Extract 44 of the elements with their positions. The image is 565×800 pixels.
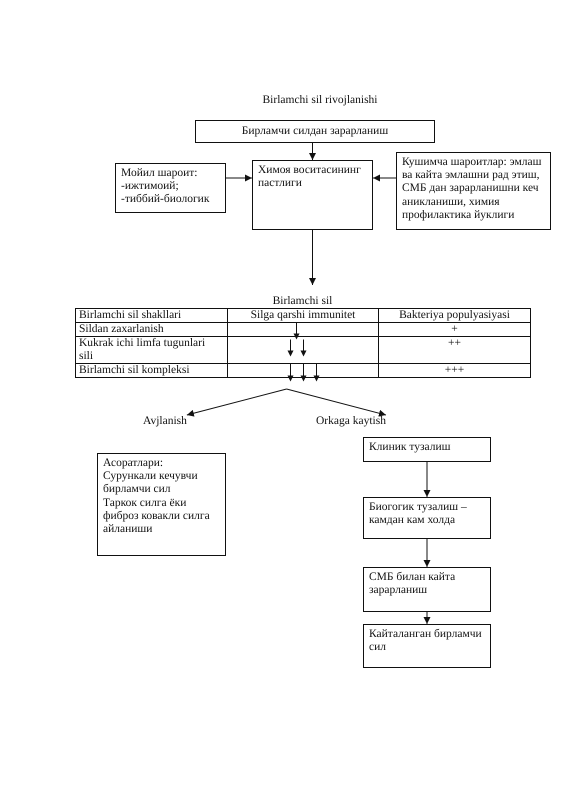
arrow <box>186 388 288 417</box>
arrow <box>424 538 430 568</box>
table-cell: +++ <box>378 364 530 378</box>
factor-box <box>396 152 551 230</box>
arrow <box>424 612 430 624</box>
table-title: Birlamchi sil <box>272 294 334 308</box>
process-box <box>363 624 491 668</box>
factor-box <box>115 163 226 213</box>
box-text: СМБ билан кайта зарарланиш <box>369 571 456 598</box>
arrow <box>226 174 252 182</box>
list-item: -тиббий-биологик <box>121 193 210 207</box>
process-box <box>363 567 491 612</box>
header-cell: Bakteriya populyasiyasi <box>378 308 530 322</box>
box-heading: Асоратлари: <box>103 457 164 470</box>
header-cell: Silga qarshi immunitet <box>228 308 378 322</box>
table-cell: Sildan zaxarlanish <box>76 322 228 336</box>
branch-label: Orkaga kaytish <box>316 415 386 428</box>
table-cell: Birlamchi sil kompleksi <box>76 364 228 378</box>
arrow <box>372 174 396 182</box>
box-text: Таркок силга ёки фиброз ковакли силга айланиши <box>103 496 211 536</box>
arrow <box>424 462 430 498</box>
header-cell: Birlamchi sil shakllari <box>76 308 228 322</box>
arrow <box>309 142 316 160</box>
process-box <box>363 497 491 539</box>
arrow <box>286 388 386 417</box>
box-text: Химоя воситасининг пастлиги <box>258 164 362 190</box>
box-text: Сурункали кечувчи бирламчи сил <box>103 470 199 497</box>
branch-label: Avjlanish <box>143 415 187 428</box>
box-text: Кайталанган бирламчи сил <box>369 628 483 654</box>
box-heading: Мойил шароит: <box>121 167 198 180</box>
diagram-title: Birlamchi sil rivojlanishi <box>262 94 378 108</box>
table-cell: ++ <box>378 336 530 364</box>
process-box <box>252 160 373 230</box>
box-text: Кушимча шароитлар: эмлаш ва кайта эмлашни рад этиш, СМБ дан зарарланишни кеч аникланиши, химия профилактика йуклиги <box>402 156 542 222</box>
outcome-box <box>97 453 226 556</box>
box-text: Биогогик тузалиш – камдан кам холда <box>369 501 468 528</box>
table-cell: Kukrak ichi limfa tugunlari sili <box>76 336 228 364</box>
arrow <box>309 230 316 286</box>
list-item: -ижтимоий; <box>121 180 180 194</box>
box-text: Клиник тузалиш <box>369 441 452 454</box>
box-text: Бирламчи силдан зарарланиш <box>242 124 388 138</box>
process-box <box>195 120 435 143</box>
table-cell: + <box>378 322 530 336</box>
process-box <box>363 437 491 462</box>
